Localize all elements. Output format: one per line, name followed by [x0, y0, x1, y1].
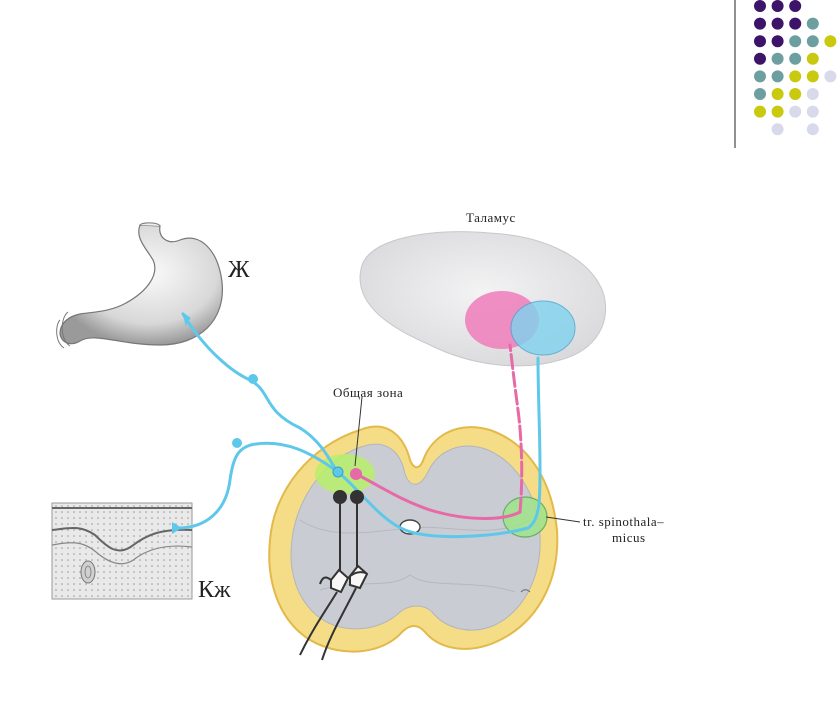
- skin-section-illustration: [51, 502, 193, 600]
- nerve-pathways: [172, 311, 542, 539]
- dot-teal: [806, 35, 819, 48]
- dot-purple: [771, 0, 784, 12]
- dot-lavender: [806, 123, 819, 136]
- dot-purple: [771, 17, 784, 30]
- stomach-label: Ж: [228, 257, 250, 283]
- dot-purple: [754, 35, 766, 48]
- skin-afferent-fiber: [176, 441, 337, 530]
- visceral-afferent-fiber: [181, 312, 338, 472]
- dot-purple: [754, 52, 766, 65]
- common-zone-area: [315, 454, 375, 494]
- dot-lavender: [771, 123, 784, 136]
- pink-crossing-fiber: [354, 472, 522, 520]
- dot-teal: [754, 70, 766, 83]
- dot-yellow: [789, 88, 802, 100]
- tract-leader: [545, 516, 581, 523]
- pink-ascending-fiber: [508, 343, 524, 514]
- dot-purple: [789, 17, 802, 30]
- stomach-illustration: [56, 222, 223, 349]
- tract-label-line1: tr. spinothala–: [583, 514, 665, 529]
- tract-label-line2: micus: [612, 530, 646, 545]
- dot-yellow: [806, 70, 819, 83]
- dot-purple: [754, 0, 766, 12]
- dot-yellow: [806, 52, 819, 65]
- dot-teal: [789, 35, 802, 48]
- dot-lavender: [789, 105, 802, 118]
- dot-lavender: [806, 88, 819, 100]
- spinal-cord-section: [268, 425, 559, 653]
- dot-lavender: [806, 105, 819, 118]
- dot-teal: [806, 17, 819, 30]
- blue-crossing-fiber: [336, 356, 542, 539]
- dot-teal: [771, 70, 784, 83]
- dot-teal: [771, 52, 784, 65]
- decorative-dot-grid: [754, 0, 837, 136]
- thalamus-blue-nucleus: [510, 300, 576, 356]
- dot-lavender: [824, 70, 837, 83]
- common-zone-label: Общая зона: [333, 385, 404, 400]
- dot-yellow: [789, 70, 802, 83]
- dot-teal: [754, 88, 766, 100]
- dot-yellow: [771, 88, 784, 100]
- motor-neurons: [299, 490, 369, 661]
- skin-label: Кж: [198, 577, 231, 603]
- common-zone-leader: [354, 396, 363, 467]
- dot-teal: [789, 52, 802, 65]
- dot-purple: [789, 0, 802, 12]
- dot-yellow: [824, 35, 837, 48]
- dot-yellow: [771, 105, 784, 118]
- thalamus-illustration: [359, 231, 607, 367]
- dot-purple: [754, 17, 766, 30]
- dot-yellow: [754, 105, 766, 118]
- thalamus-label: Таламус: [466, 210, 516, 225]
- dot-purple: [771, 35, 784, 48]
